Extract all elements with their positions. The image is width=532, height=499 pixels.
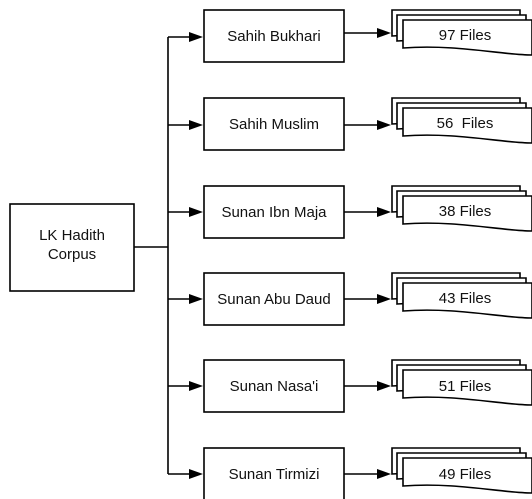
file-count: 38 Files (439, 203, 492, 220)
multi-document-shape (391, 9, 532, 56)
root-label-line2: Corpus (48, 246, 96, 263)
collection-box (203, 185, 345, 239)
arrowhead (377, 120, 391, 130)
collection-box (203, 9, 345, 63)
arrowhead (377, 28, 391, 38)
collection-row: Sunan Ibn Maja 38 Files (168, 185, 532, 239)
root-box (9, 203, 135, 292)
collection-row: Sunan Tirmizi 49 Files (168, 447, 532, 499)
collection-name: Sunan Ibn Maja (221, 204, 327, 221)
arrowhead (189, 120, 203, 130)
root-label-line1: LK Hadith (39, 227, 105, 244)
multi-document-shape (391, 272, 532, 319)
collection-name: Sunan Tirmizi (229, 466, 320, 483)
collection-name: Sunan Nasa'i (230, 378, 319, 395)
collection-box (203, 272, 345, 326)
collection-row: Sunan Abu Daud 43 Files (168, 272, 532, 326)
multi-document-shape (391, 97, 532, 144)
collection-box (203, 447, 345, 499)
arrowhead (189, 469, 203, 479)
file-count: 51 Files (439, 378, 492, 395)
arrowhead (377, 469, 391, 479)
collection-row: Sahih Bukhari 97 Files (168, 9, 532, 63)
arrowhead (189, 32, 203, 42)
collection-row: Sahih Muslim 56 Files (168, 97, 532, 151)
multi-document-shape (391, 359, 532, 406)
file-count: 49 Files (439, 466, 492, 483)
root-node: LK Hadith Corpus (9, 203, 135, 292)
collection-box (203, 97, 345, 151)
file-count: 56 Files (437, 115, 494, 132)
collection-name: Sahih Bukhari (227, 28, 320, 45)
multi-document-shape (391, 185, 532, 232)
arrowhead (377, 294, 391, 304)
arrowhead (377, 381, 391, 391)
arrowhead (189, 207, 203, 217)
collection-name: Sunan Abu Daud (217, 291, 330, 308)
file-count: 97 Files (439, 27, 492, 44)
arrowhead (377, 207, 391, 217)
arrowhead (189, 381, 203, 391)
file-count: 43 Files (439, 290, 492, 307)
multi-document-shape (391, 447, 532, 494)
collection-row: Sunan Nasa'i 51 Files (168, 359, 532, 413)
collection-name: Sahih Muslim (229, 116, 319, 133)
arrowhead (189, 294, 203, 304)
